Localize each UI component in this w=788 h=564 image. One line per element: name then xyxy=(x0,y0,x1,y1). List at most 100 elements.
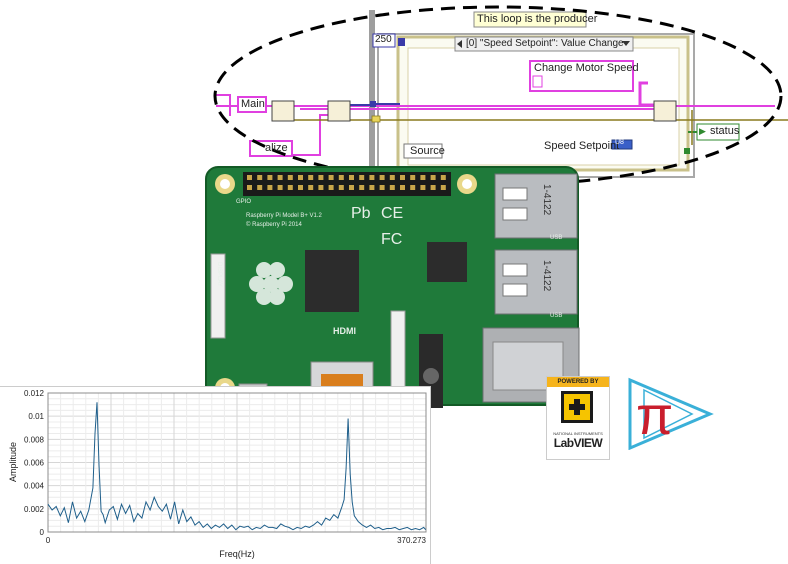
timeout-constant[interactable]: 250 xyxy=(375,34,392,45)
gpio-pin xyxy=(287,175,293,180)
change-motor-speed-inner xyxy=(532,75,543,88)
pink-wire-main-lower xyxy=(300,108,660,110)
status-label[interactable]: status xyxy=(710,125,740,137)
y-tick-label: 0.012 xyxy=(24,389,45,398)
gpio-pin xyxy=(379,175,385,180)
ce-mark: CE xyxy=(381,205,403,222)
chart-panel xyxy=(0,386,431,564)
speed-setpoint-label: Speed Setpoint xyxy=(544,140,620,152)
pb-mark: Pb xyxy=(351,205,371,222)
gpio-pin xyxy=(318,185,324,190)
bundle-node-3[interactable] xyxy=(653,100,677,122)
speed-setpoint-terminal[interactable] xyxy=(611,139,633,150)
camera-connector xyxy=(390,310,406,396)
gpio-pin xyxy=(257,185,263,190)
gpio-pin xyxy=(247,175,252,180)
change-motor-speed-box[interactable] xyxy=(529,60,634,92)
pink-wire-change xyxy=(638,81,658,107)
loop-stop-terminal xyxy=(684,148,690,154)
labview-powered-by: POWERED BY xyxy=(547,377,609,387)
fc-mark: FC xyxy=(381,231,402,248)
gpio-pin xyxy=(440,185,446,190)
case-selector-label[interactable]: [0] "Speed Setpoint": Value Change xyxy=(466,38,624,49)
usb-text-2: 1-4122 xyxy=(541,260,552,292)
timeout-terminal xyxy=(398,38,405,46)
usb-port-2 xyxy=(494,249,578,315)
lan-chip xyxy=(427,242,467,282)
raspberry-logo-icon xyxy=(249,262,293,305)
labview-logo: POWERED BY NATIONAL INSTRUMENTS LabVIEW xyxy=(546,376,610,460)
gpio-pin xyxy=(410,185,416,190)
x-axis-label: Freq(Hz) xyxy=(219,549,255,559)
y-tick-label: 0.006 xyxy=(24,459,45,468)
display-connector xyxy=(210,253,226,339)
display-label: DISPLAY xyxy=(216,262,222,287)
gpio-pin xyxy=(430,175,436,180)
gpio-pin xyxy=(369,175,375,180)
gpio-pin xyxy=(308,175,314,180)
labview-name: LabVIEW xyxy=(553,436,603,450)
gpio-pin xyxy=(277,185,283,190)
speed-setpoint-type: U8 xyxy=(615,139,624,146)
gpio-pin xyxy=(349,185,354,190)
board-copyright-text: © Raspberry Pi 2014 xyxy=(246,222,302,228)
hdmi-label: HDMI xyxy=(333,326,356,336)
labview-icon xyxy=(561,391,593,423)
board-model-text: Raspberry Pi Model B+ V1.2 xyxy=(246,213,322,219)
gpio-pin xyxy=(257,175,263,180)
gpio-pin xyxy=(338,185,344,190)
gpio-pin xyxy=(287,185,293,190)
gpio-pin xyxy=(298,175,303,180)
status-arrow-icon: ▶ xyxy=(699,126,706,136)
change-motor-speed-label[interactable]: Change Motor Speed xyxy=(534,62,639,74)
gpio-pin xyxy=(308,185,314,190)
source-terminal[interactable] xyxy=(403,143,443,159)
pi-logo-icon: π xyxy=(628,377,714,450)
y-tick-label: 0.004 xyxy=(24,482,45,491)
x-tick-labels: 0 370.273 xyxy=(46,536,427,545)
timeout-constant-box[interactable] xyxy=(372,33,396,48)
main-constant[interactable]: Main xyxy=(241,98,265,110)
gpio-pin xyxy=(247,185,252,190)
blue-wire xyxy=(350,103,400,106)
pink-wire-main xyxy=(216,94,775,116)
loop-tunnel-1 xyxy=(370,101,376,107)
y-tick-label: 0.01 xyxy=(28,412,44,421)
y-tick-label: 0.002 xyxy=(24,505,45,514)
gpio-pin xyxy=(328,175,334,180)
gpio-pin xyxy=(420,185,426,190)
x-tick-label: 370.273 xyxy=(397,536,426,545)
selector-down-arrow[interactable] xyxy=(622,41,630,46)
chart-grid xyxy=(47,392,427,533)
gpio-pin xyxy=(318,175,324,180)
plot-area-frame xyxy=(47,392,427,533)
svg-text:π: π xyxy=(636,386,673,446)
gpio-pin xyxy=(389,175,395,180)
gpio-pin xyxy=(400,185,405,190)
gpio-pin xyxy=(267,175,273,180)
producer-note: This loop is the producer xyxy=(477,13,598,25)
gpio-pin xyxy=(420,175,426,180)
series-line xyxy=(47,402,427,531)
bundle-node-1[interactable] xyxy=(271,100,295,122)
usb-label-1: USB xyxy=(550,235,563,241)
gpio-pin xyxy=(328,185,334,190)
usb-text-1: 1-4122 xyxy=(541,184,552,216)
gpio-pin xyxy=(440,175,446,180)
case-selector[interactable] xyxy=(454,36,634,52)
source-label: Source xyxy=(410,145,445,157)
main-constant-box[interactable] xyxy=(237,96,267,113)
x-tick-label: 0 xyxy=(46,536,51,545)
initialize-constant[interactable]: alize xyxy=(265,142,288,154)
sequence-bar xyxy=(369,10,375,190)
gpio-pin xyxy=(389,185,395,190)
gpio-header xyxy=(243,172,451,196)
usb-port-1 xyxy=(494,173,578,239)
bundle-node-2[interactable] xyxy=(327,100,351,122)
gpio-pin xyxy=(400,175,405,180)
producer-note-box xyxy=(473,11,587,28)
status-indicator-box[interactable] xyxy=(696,123,740,141)
selector-left-arrow[interactable] xyxy=(457,40,462,48)
